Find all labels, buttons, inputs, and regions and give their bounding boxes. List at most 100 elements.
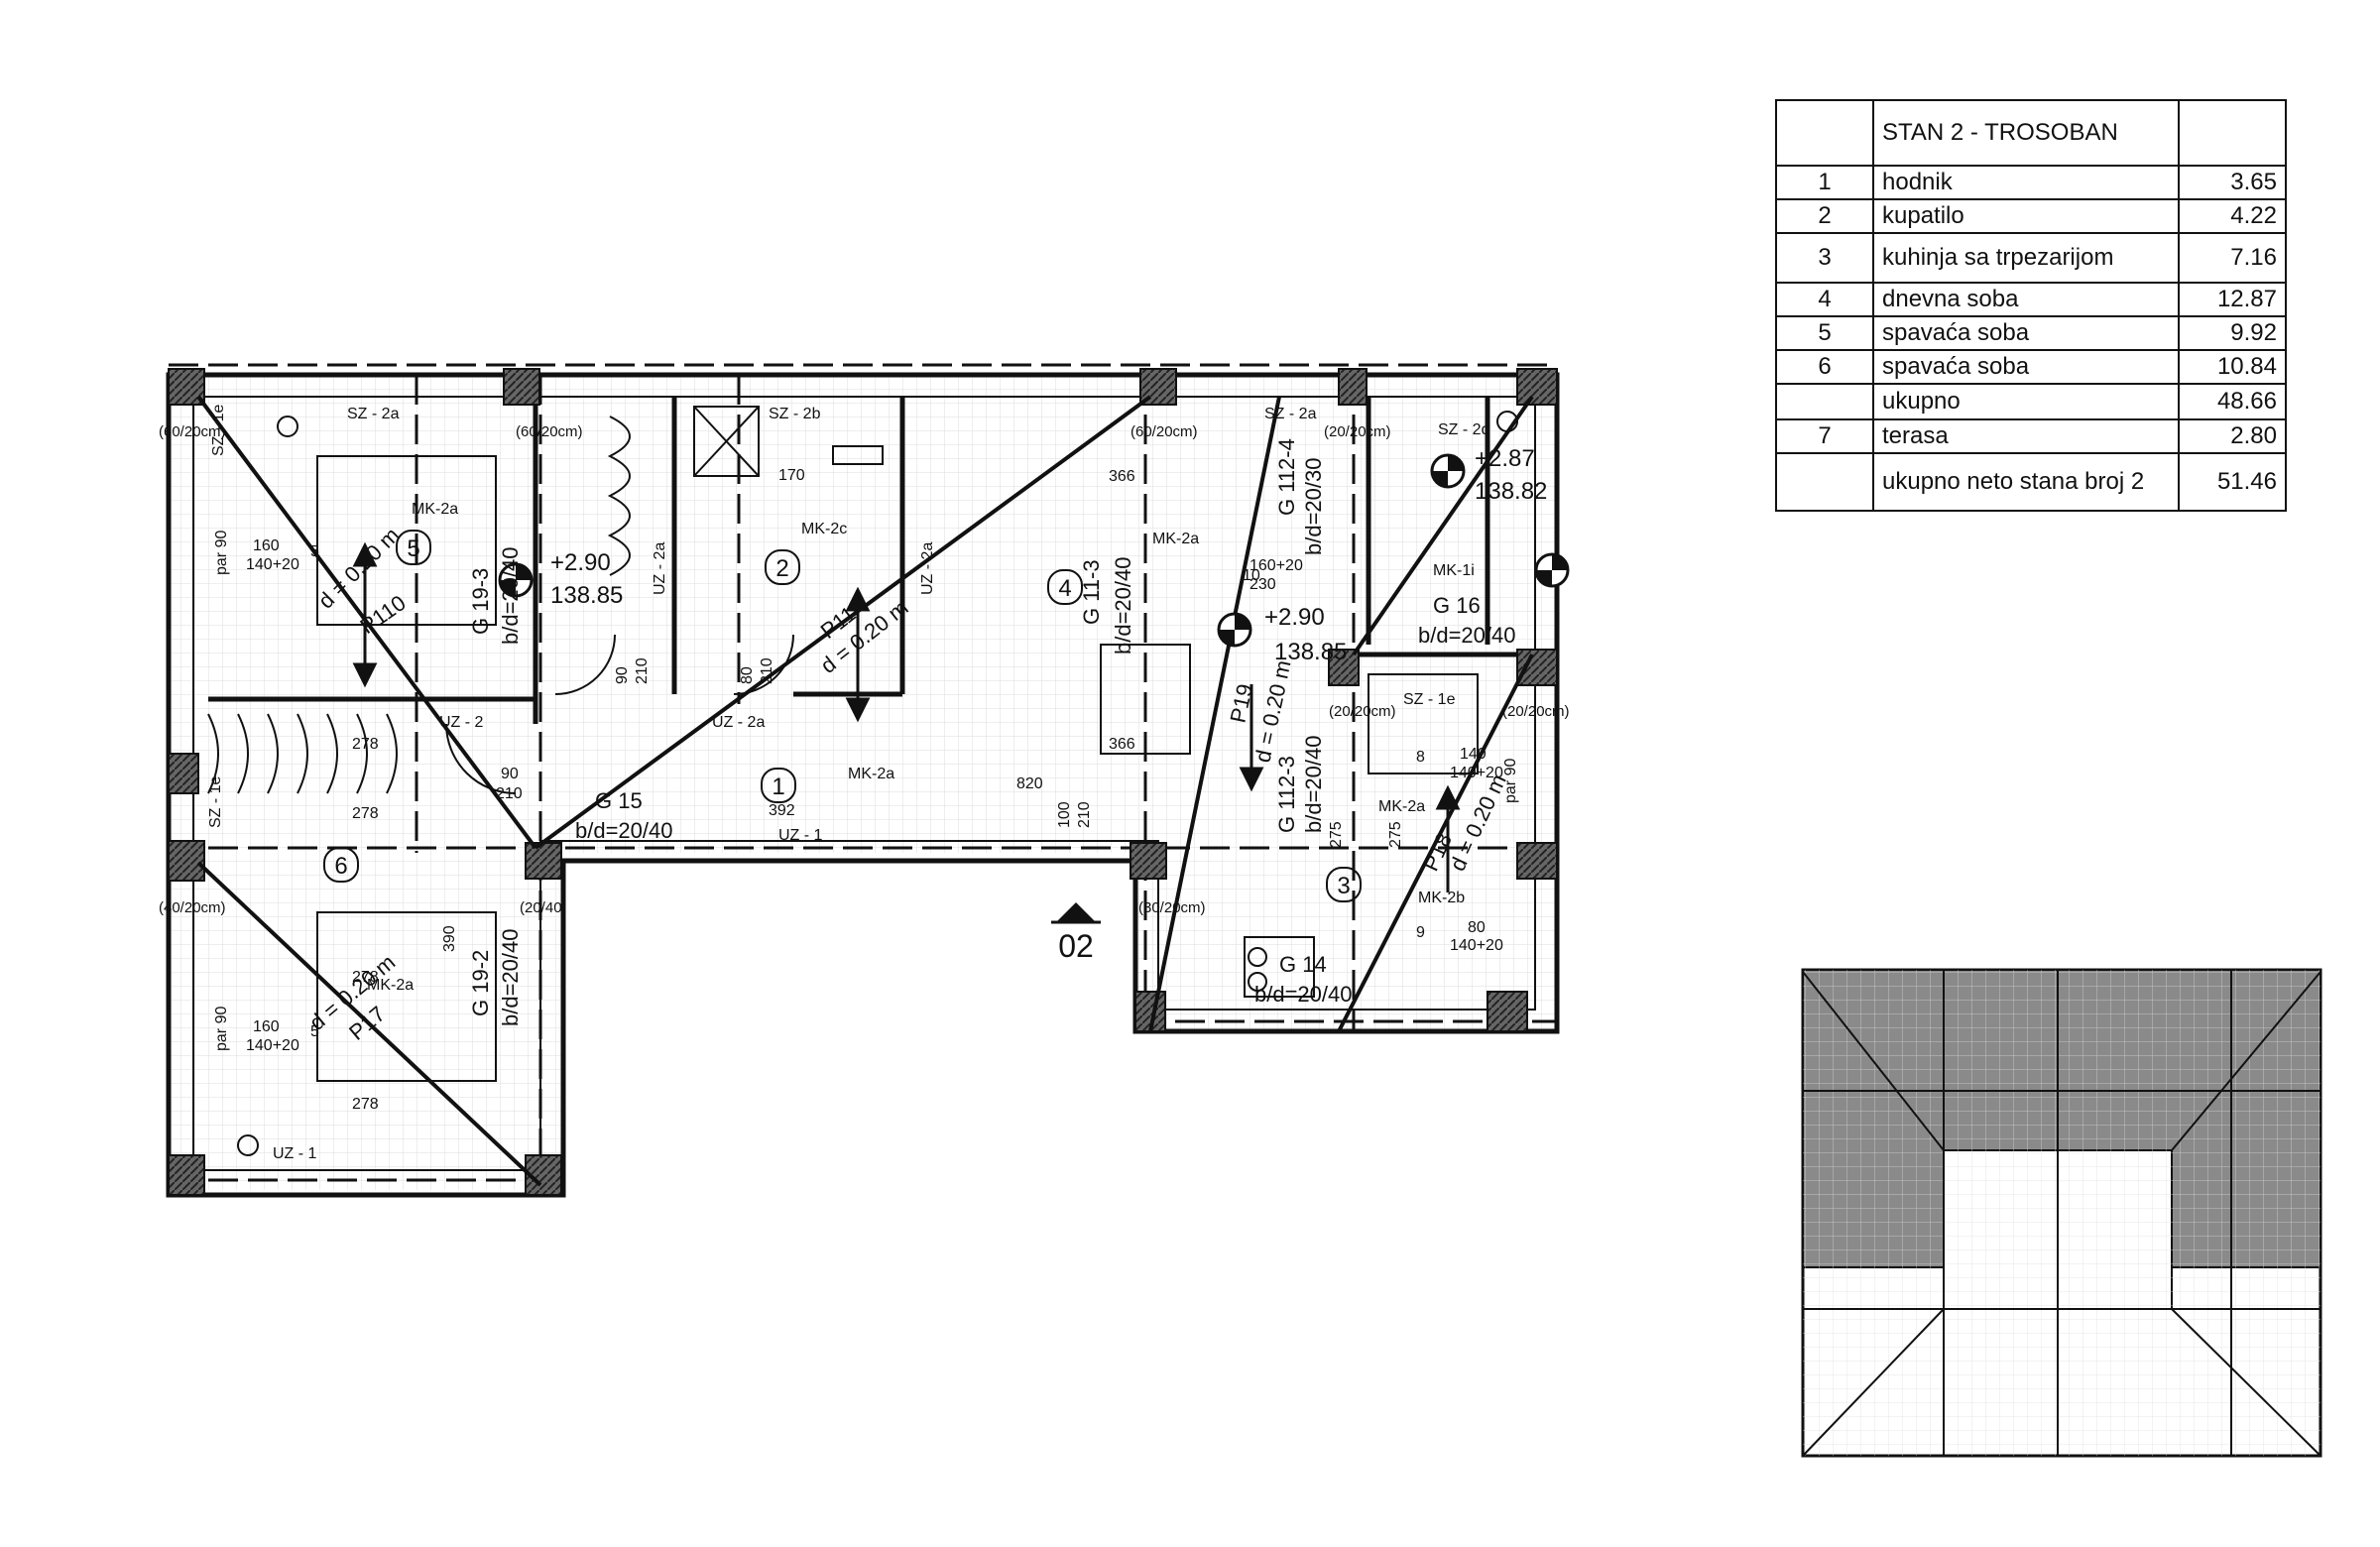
- bed-size-3: 230: [1250, 576, 1276, 593]
- code-sz2a-2: SZ - 2a: [1264, 406, 1317, 422]
- room-area-table: STAN 2 - TROSOBAN 1 hodnik 3.65 2 kupati…: [1775, 99, 2287, 512]
- code-mk2a-2: MK-2a: [1152, 531, 1199, 547]
- table-row: 6 spavaća soba 10.84: [1775, 349, 2287, 385]
- code-uz2: UZ - 2: [439, 714, 484, 731]
- dim-275-b: 275: [1387, 821, 1404, 848]
- beam-g14-size: b/d=20/40: [1254, 982, 1352, 1007]
- num-5-a: 5: [310, 543, 319, 560]
- code-mk2a-4: MK-2a: [367, 977, 414, 994]
- code-sz2b: SZ - 2b: [769, 406, 821, 422]
- level-3: +2.87: [1475, 445, 1535, 472]
- key-plan-minimap: [1801, 968, 2322, 1458]
- beam-g113-size: b/d=20/40: [1111, 557, 1135, 654]
- code-sz1e-2: SZ - 1e: [207, 775, 224, 828]
- beam-g14: G 14: [1279, 952, 1327, 977]
- bed-width-1: 160: [253, 537, 280, 554]
- span-arrows: [352, 541, 1461, 892]
- room-2-label: 2: [775, 555, 788, 582]
- beam-g192: G 19-2: [468, 950, 493, 1016]
- level-marker-icon: [498, 562, 534, 598]
- room-3-label: 3: [1337, 873, 1350, 899]
- beam-g16-size: b/d=20/40: [1418, 623, 1515, 648]
- col-size-e: (20/20cm): [1329, 703, 1396, 720]
- par-90-a: par 90: [213, 531, 230, 575]
- bed-size-5: 140+20: [1450, 937, 1503, 954]
- room-name: terasa: [1872, 418, 2180, 454]
- row-number: 6: [1775, 349, 1874, 385]
- row-number: 5: [1775, 315, 1874, 351]
- furniture: [207, 406, 1518, 1156]
- table-cell: [1775, 99, 1874, 167]
- row-number: 1: [1775, 165, 1874, 200]
- beam-g15: G 15: [595, 788, 643, 813]
- row-number: 2: [1775, 198, 1874, 234]
- room-name: kupatilo: [1872, 198, 2180, 234]
- level-texts: +2.90 138.85 +2.90 138.85 +2.87 138.82: [550, 445, 1547, 665]
- dim-366-a: 366: [1109, 468, 1135, 485]
- dim-278-c: 278: [352, 969, 379, 986]
- column-sizes: (60/20cm) (60/20cm) (60/20cm) (20/20cm) …: [159, 423, 1570, 916]
- num-9: 9: [1416, 924, 1425, 941]
- room-name: ukupno neto stana broj 2: [1872, 452, 2180, 512]
- row-number: 7: [1775, 418, 1874, 454]
- door-height-4: 210: [1076, 801, 1093, 828]
- door-height-1: 210: [496, 785, 523, 802]
- code-uz1-2: UZ - 1: [273, 1145, 317, 1162]
- code-uz2a-1: UZ - 2a: [712, 714, 765, 731]
- table-row: 1 hodnik 3.65: [1775, 165, 2287, 200]
- level-3-abs: 138.82: [1475, 478, 1547, 505]
- room-1-label: 1: [772, 774, 784, 800]
- level-marker-icon: [1430, 453, 1466, 489]
- room-6-label: 6: [334, 853, 347, 880]
- bed-width-4: 140: [1460, 746, 1487, 763]
- row-number: 4: [1775, 282, 1874, 317]
- code-sz1e-3: SZ - 1e: [1403, 691, 1456, 708]
- bed-width-5: 80: [1468, 919, 1486, 936]
- beam-g1123: G 112-3: [1274, 756, 1299, 833]
- table-title: STAN 2 - TROSOBAN: [1872, 99, 2180, 167]
- room-4-label: 4: [1058, 575, 1071, 602]
- room-name: dnevna soba: [1872, 282, 2180, 317]
- beam-g193: G 19-3: [468, 568, 493, 635]
- room-name: ukupno: [1872, 383, 2180, 420]
- code-mk2a-3: MK-2a: [848, 766, 894, 782]
- room-area: 51.46: [2178, 452, 2287, 512]
- section-mark-label: 02: [1058, 928, 1094, 964]
- beam-g1124-size: b/d=20/30: [1301, 458, 1326, 555]
- door-width-3: 80: [739, 666, 756, 684]
- beam-g1124: G 112-4: [1274, 438, 1299, 516]
- row-number: 3: [1775, 232, 1874, 284]
- level-2: +2.90: [1264, 604, 1325, 631]
- room-area: 12.87: [2178, 282, 2287, 317]
- columns: [168, 368, 1558, 1196]
- col-size-i: (20/40: [520, 899, 562, 916]
- col-size-b: (60/20cm): [516, 423, 583, 440]
- room-5-label: 5: [407, 536, 419, 562]
- code-mk2b: MK-2b: [1418, 890, 1465, 906]
- beam-g16: G 16: [1433, 593, 1481, 618]
- dim-392: 392: [769, 802, 795, 819]
- beam-g193-size: b/d=20/40: [498, 547, 523, 645]
- bed-width-2: 160: [253, 1018, 280, 1035]
- col-size-h: (30/20cm): [1138, 899, 1206, 916]
- dim-278-d: 278: [352, 1096, 379, 1113]
- room-name: spavaća soba: [1872, 349, 2180, 385]
- table-row: 4 dnevna soba 12.87: [1775, 282, 2287, 317]
- code-uz1-1: UZ - 1: [778, 827, 823, 844]
- room-area: 9.92: [2178, 315, 2287, 351]
- code-uz2a-3: UZ - 2a: [919, 542, 936, 595]
- room-area: 10.84: [2178, 349, 2287, 385]
- bed-size-2: 140+20: [246, 1037, 299, 1054]
- axis-lines: [169, 363, 1557, 1195]
- code-mk2c: MK-2c: [801, 521, 847, 537]
- bed-size-4: 140+20: [1450, 765, 1503, 781]
- table-header-row: STAN 2 - TROSOBAN: [1775, 99, 2287, 167]
- dim-366-b: 366: [1109, 736, 1135, 753]
- num-5-b: 5: [310, 1023, 319, 1040]
- num-8: 8: [1416, 749, 1425, 766]
- room-area: 3.65: [2178, 165, 2287, 200]
- room-area: 48.66: [2178, 383, 2287, 420]
- table-row: 7 terasa 2.80: [1775, 418, 2287, 454]
- dim-278-a: 278: [352, 736, 379, 753]
